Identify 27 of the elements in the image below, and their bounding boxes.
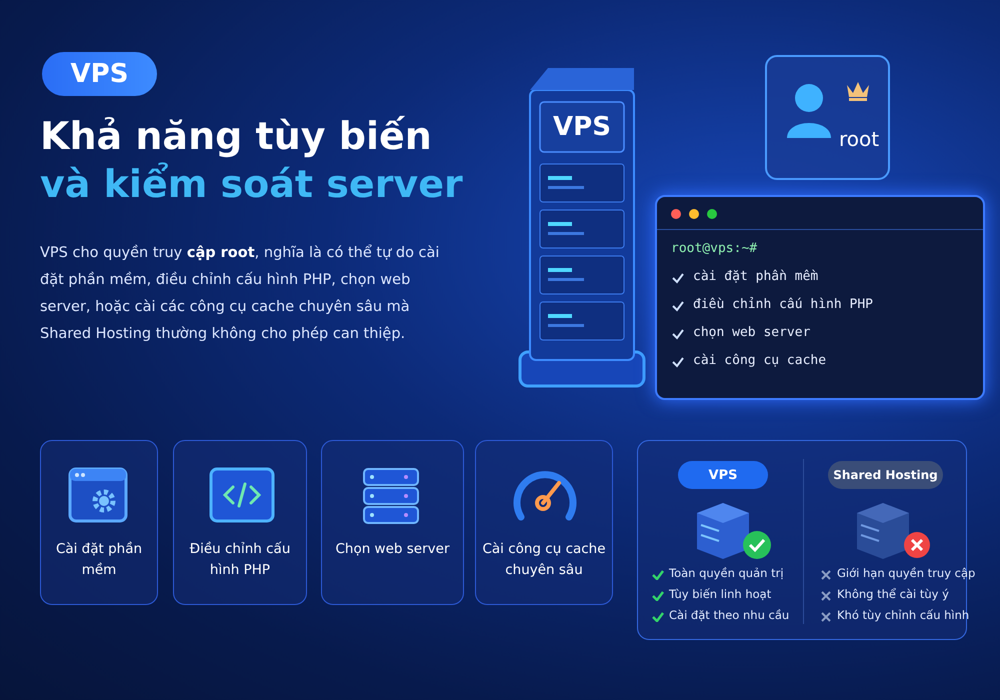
card-caption: Cài công cụ cache chuyên sâu — [481, 540, 607, 580]
feature-card — [321, 440, 464, 605]
feature-list-item: Không thể cài tùy ý — [837, 587, 949, 601]
feature-list-item: Giới hạn quyền truy cập — [837, 566, 976, 580]
terminal-line: cài công cụ cache — [693, 353, 826, 368]
command-prompt: root@vps:~# — [671, 241, 758, 256]
feature-card — [475, 440, 613, 605]
feature-card — [40, 440, 158, 605]
column-header: Shared Hosting — [828, 461, 943, 489]
feature-list-item: Tùy biến linh hoạt — [669, 587, 772, 601]
server-label: VPS — [552, 111, 612, 144]
card-caption: Chọn web server — [334, 540, 451, 559]
feature-list-item: Cài đặt theo nhu cầu — [669, 608, 790, 622]
feature-list-item: Toàn quyền quản trị — [669, 566, 784, 580]
feature-card — [173, 440, 307, 605]
terminal-window — [655, 195, 985, 400]
tag-pill: VPS — [42, 52, 157, 96]
user-name: root — [839, 127, 880, 151]
card-caption: Điều chỉnh cấu hình PHP — [188, 540, 292, 580]
description-paragraph: VPS cho quyền truy cập root, nghĩa là có thể tự do cài đặt phần mềm, điều chỉnh cấu hình PHP, chọn web server, hoặc cài các công cụ cache chuyên sâu mà Shared Hosting thường không cho phép can thiệp. — [40, 244, 440, 344]
terminal-line: cài đặt phần mềm — [693, 269, 818, 284]
user-card — [765, 55, 890, 180]
terminal-line: chọn web server — [693, 325, 810, 340]
card-caption: Cài đặt phần mềm — [54, 540, 144, 580]
terminal-line: điều chỉnh cấu hình PHP — [693, 297, 874, 312]
feature-list-item: Khó tùy chỉnh cấu hình — [837, 608, 970, 622]
column-header: VPS — [678, 461, 768, 489]
